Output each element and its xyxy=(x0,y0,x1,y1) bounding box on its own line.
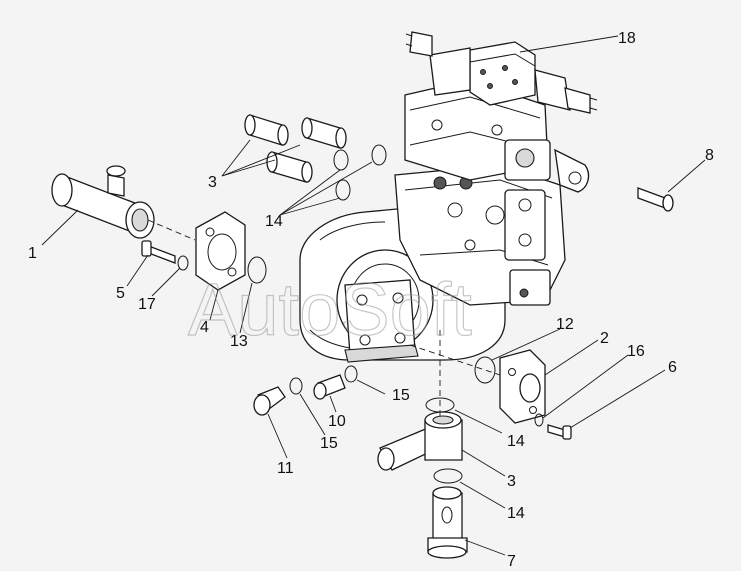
callout-7: 7 xyxy=(507,553,516,570)
part-11-plug xyxy=(253,386,286,416)
part-7-hollow-bolt xyxy=(427,486,468,559)
part-1-tee-fitting xyxy=(51,165,155,239)
callout-8: 8 xyxy=(705,147,714,164)
callout-14-upper: 14 xyxy=(265,213,283,230)
callout-3-lower: 3 xyxy=(507,473,516,490)
callout-15-right: 15 xyxy=(392,387,410,404)
part-16-washer xyxy=(534,413,544,427)
part-13-oring xyxy=(247,256,267,284)
callout-18: 18 xyxy=(618,30,636,47)
callout-13: 13 xyxy=(230,333,248,350)
part-17-washer xyxy=(177,255,189,271)
part-14-orings-upper xyxy=(333,144,387,201)
callout-6: 6 xyxy=(668,359,677,376)
assembly-centerlines xyxy=(147,219,501,420)
part-2-port-flange xyxy=(499,349,546,424)
part-5-bolt xyxy=(141,240,176,264)
callout-labels: 1 2 3 3 4 5 6 7 8 10 11 12 13 14 14 14 1… xyxy=(28,30,714,570)
callout-12: 12 xyxy=(556,316,574,333)
callout-14-mid: 14 xyxy=(507,433,525,450)
callout-4: 4 xyxy=(200,319,209,336)
part-3-elbow xyxy=(377,411,463,471)
callout-3-upper: 3 xyxy=(208,174,217,191)
watermark-text: AutoSoft xyxy=(188,268,472,351)
part-14-oring-lower xyxy=(433,468,463,484)
leader-lines xyxy=(41,35,706,556)
part-15-oring-left xyxy=(289,377,303,395)
callout-15-left: 15 xyxy=(320,435,338,452)
part-15-oring-right xyxy=(344,365,358,383)
callout-16: 16 xyxy=(627,343,645,360)
part-4-flange xyxy=(195,211,246,291)
callout-2: 2 xyxy=(600,330,609,347)
callout-10: 10 xyxy=(328,413,346,430)
callout-14-lower: 14 xyxy=(507,505,525,522)
callout-17: 17 xyxy=(138,296,156,313)
callout-5: 5 xyxy=(116,285,125,302)
solenoid-valve xyxy=(405,31,598,114)
part-3-adapters xyxy=(244,114,347,183)
callout-11: 11 xyxy=(277,460,294,477)
callout-1: 1 xyxy=(28,245,37,262)
part-8-bolt xyxy=(637,187,674,212)
part-12-oring xyxy=(474,356,496,384)
hydraulic-pump-assembly xyxy=(299,31,598,363)
part-6-bolt xyxy=(547,424,572,440)
part-10-fitting xyxy=(313,374,346,400)
